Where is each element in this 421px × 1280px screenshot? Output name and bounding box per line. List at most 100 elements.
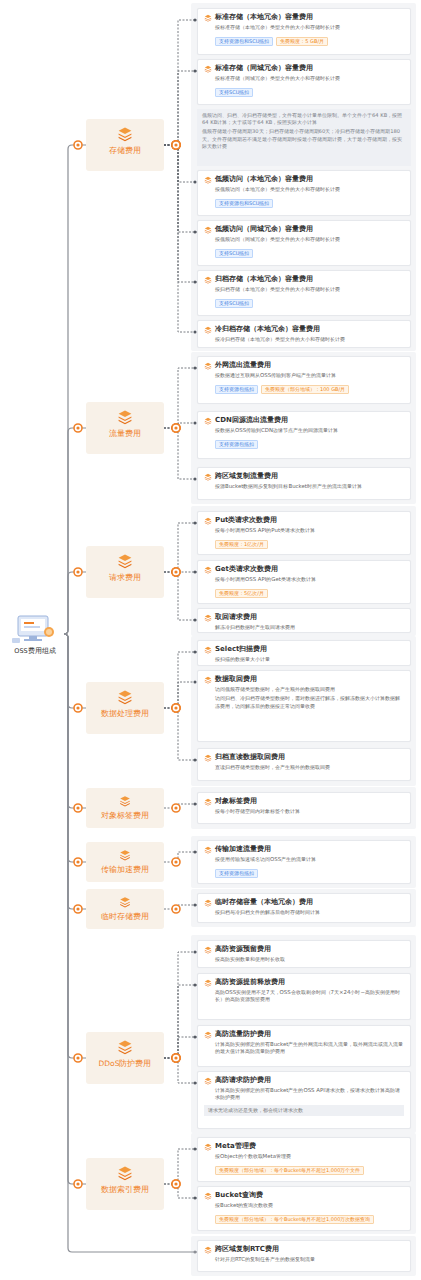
- connector-dot: [174, 706, 177, 709]
- card-description: 按低频访问（同城冗余）类型文件的大小和存储时长计费: [215, 236, 404, 243]
- connector-ring: [74, 858, 82, 866]
- card-description: 按扫描的数据量大小计量: [215, 656, 404, 663]
- connector-dot: [76, 1182, 79, 1185]
- connector: [164, 1148, 197, 1189]
- note-text: 低频访问、归档、冷归档存储类型，文件有最小计量单位限制。单个文件小于64 KB，…: [202, 112, 406, 126]
- branch-line: [164, 952, 197, 1058]
- connector-dot: [76, 1056, 79, 1059]
- card-description: 访问低频存储类型数据时，会产生额外的数据取回费用: [215, 686, 404, 693]
- card-title: 跨区域复制RTC费用: [215, 1245, 404, 1254]
- connector: [164, 367, 197, 433]
- layers-icon-use: [205, 1032, 211, 1039]
- card-title: 传输加速流量费用: [215, 845, 404, 854]
- spine-line: [64, 634, 86, 708]
- connector-ring: [172, 141, 180, 149]
- category-label: 流量费用: [86, 429, 164, 439]
- card-title: 跨区域复制流量费用: [215, 472, 404, 481]
- connector: [164, 651, 197, 713]
- deduction-tag: 支持SCU抵扣: [215, 88, 253, 97]
- free-quota-tag: 免费额度：1亿次/月: [215, 540, 268, 549]
- fee-card: 数据取回费用访问低频存储类型数据时，会产生额外的数据取回费用访问归档、冷归档存储…: [197, 670, 411, 742]
- layers-icon: [204, 276, 212, 284]
- connector-dot: [174, 143, 177, 146]
- connector-dot: [174, 143, 177, 146]
- layers-icon-use: [205, 227, 211, 234]
- layers-icon-use: [205, 1078, 211, 1085]
- card-description: 直读归档存储类型数据时，会产生额外的数据取回费: [215, 764, 404, 771]
- card-description: 按源Bucket数据同步复制到目标Bucket时所产生的流出流量计算: [215, 483, 404, 490]
- card-description: 按Object的个数收取Meta管理费: [215, 1153, 404, 1160]
- branch-line: [164, 145, 197, 232]
- connector-dot: [76, 143, 79, 146]
- card-description: 按低频访问（本地冗余）类型文件的大小和存储时长计费: [215, 186, 404, 193]
- connector: [64, 634, 86, 1188]
- connector: [64, 634, 86, 866]
- connector: [164, 141, 197, 184]
- card-description: 按每小时调用OSS API的Put类请求次数计算: [215, 527, 404, 534]
- spine-line: [64, 634, 86, 862]
- connector: [64, 141, 86, 634]
- layers-icon: [204, 614, 212, 622]
- spine-line: [64, 634, 86, 1184]
- branch-line: [164, 985, 197, 1058]
- connector: [164, 904, 197, 914]
- deduction-tag: 支持SCU抵扣: [215, 249, 253, 258]
- branch-line: [164, 145, 197, 182]
- layers-icon: [204, 326, 212, 334]
- connector-dot: [174, 1056, 177, 1059]
- layers-icon: [204, 362, 212, 370]
- layers-icon-use: [205, 474, 211, 481]
- fee-card: CDN回源流出流量费用按数据从OSS传输到CDN边缘节点产生的回源流量计算支持资…: [197, 411, 411, 459]
- connector-dot: [174, 570, 177, 573]
- connector: [164, 422, 197, 433]
- layers-icon: [204, 1246, 212, 1254]
- layers-icon-use: [205, 677, 211, 684]
- connector-ring: [172, 858, 180, 866]
- free-quota-tag: 免费额度：5 GB/月: [276, 37, 328, 46]
- fee-card: 跨区域复制RTC费用针对开启RTC的复制任务产生的数据复制流量: [197, 1240, 411, 1272]
- card-description: 按每小时存储空间内对象标签个数计算: [215, 808, 404, 815]
- card-title: 冷归档存储（本地冗余）容量费用: [215, 325, 404, 334]
- fee-card: 标准存储（本地冗余）容量费用按标准存储（本地冗余）类型文件的大小和存储时长计费支…: [197, 8, 411, 55]
- connector-dot: [76, 806, 79, 809]
- card-title: Meta管理费: [215, 1142, 404, 1151]
- root-node: OSS费用组成: [4, 612, 66, 656]
- tag-row: 支持SCU抵扣: [215, 85, 404, 97]
- card-title: 高防流量防护费用: [215, 1030, 404, 1039]
- tag-row: 支持SCU抵扣: [215, 296, 404, 308]
- connector-dot: [174, 426, 177, 429]
- connector: [164, 681, 197, 713]
- branch-line: [164, 428, 197, 479]
- layers-icon: [204, 14, 212, 22]
- branch-line: [164, 368, 197, 428]
- branch-line: [164, 572, 197, 620]
- layers-icon: [204, 176, 212, 184]
- layers-icon-use: [119, 555, 132, 569]
- card-title: Select扫描费用: [215, 645, 404, 654]
- layers-icon: [204, 1077, 212, 1085]
- card-title: Put类请求次数费用: [215, 516, 404, 525]
- fee-card: 外网流出流量费用按数据通过互联网从OSS传输到客户端产生的流量计算支持资源包抵扣…: [197, 356, 411, 404]
- category-label: 传输加速费用: [86, 865, 164, 875]
- free-quota-tag: 免费额度（部分地域）：每个Bucket每月不超过1,000万次数据查询: [215, 1215, 374, 1224]
- connector-dot: [174, 1056, 177, 1059]
- spine-line: [64, 634, 86, 1058]
- connector-dot: [174, 806, 177, 809]
- fee-card: 传输加速流量费用按使用传输加速域名访问OSS产生的流量计算支持资源包抵扣: [197, 840, 411, 884]
- layers-icon-use: [205, 799, 211, 806]
- card-title: 标准存储（本地冗余）容量费用: [215, 13, 404, 22]
- category-label: 存储费用: [86, 146, 164, 156]
- layers-icon-use: [205, 363, 211, 370]
- deduction-tag: 支持SCU抵扣: [215, 299, 253, 308]
- fee-card: Get类请求次数费用按每小时调用OSS API的Get类请求次数计算免费额度：5…: [197, 560, 411, 604]
- branch-line: [164, 708, 197, 760]
- connector-ring: [74, 704, 82, 712]
- fee-card: Put类请求次数费用按每小时调用OSS API的Put类请求次数计算免费额度：1…: [197, 511, 411, 555]
- connector: [64, 568, 86, 634]
- branch-line: [164, 20, 197, 145]
- layers-icon-use: [205, 66, 211, 73]
- branch-line: [164, 652, 197, 708]
- connector-dot: [174, 426, 177, 429]
- layers-icon: [204, 226, 212, 234]
- connector: [64, 634, 86, 1062]
